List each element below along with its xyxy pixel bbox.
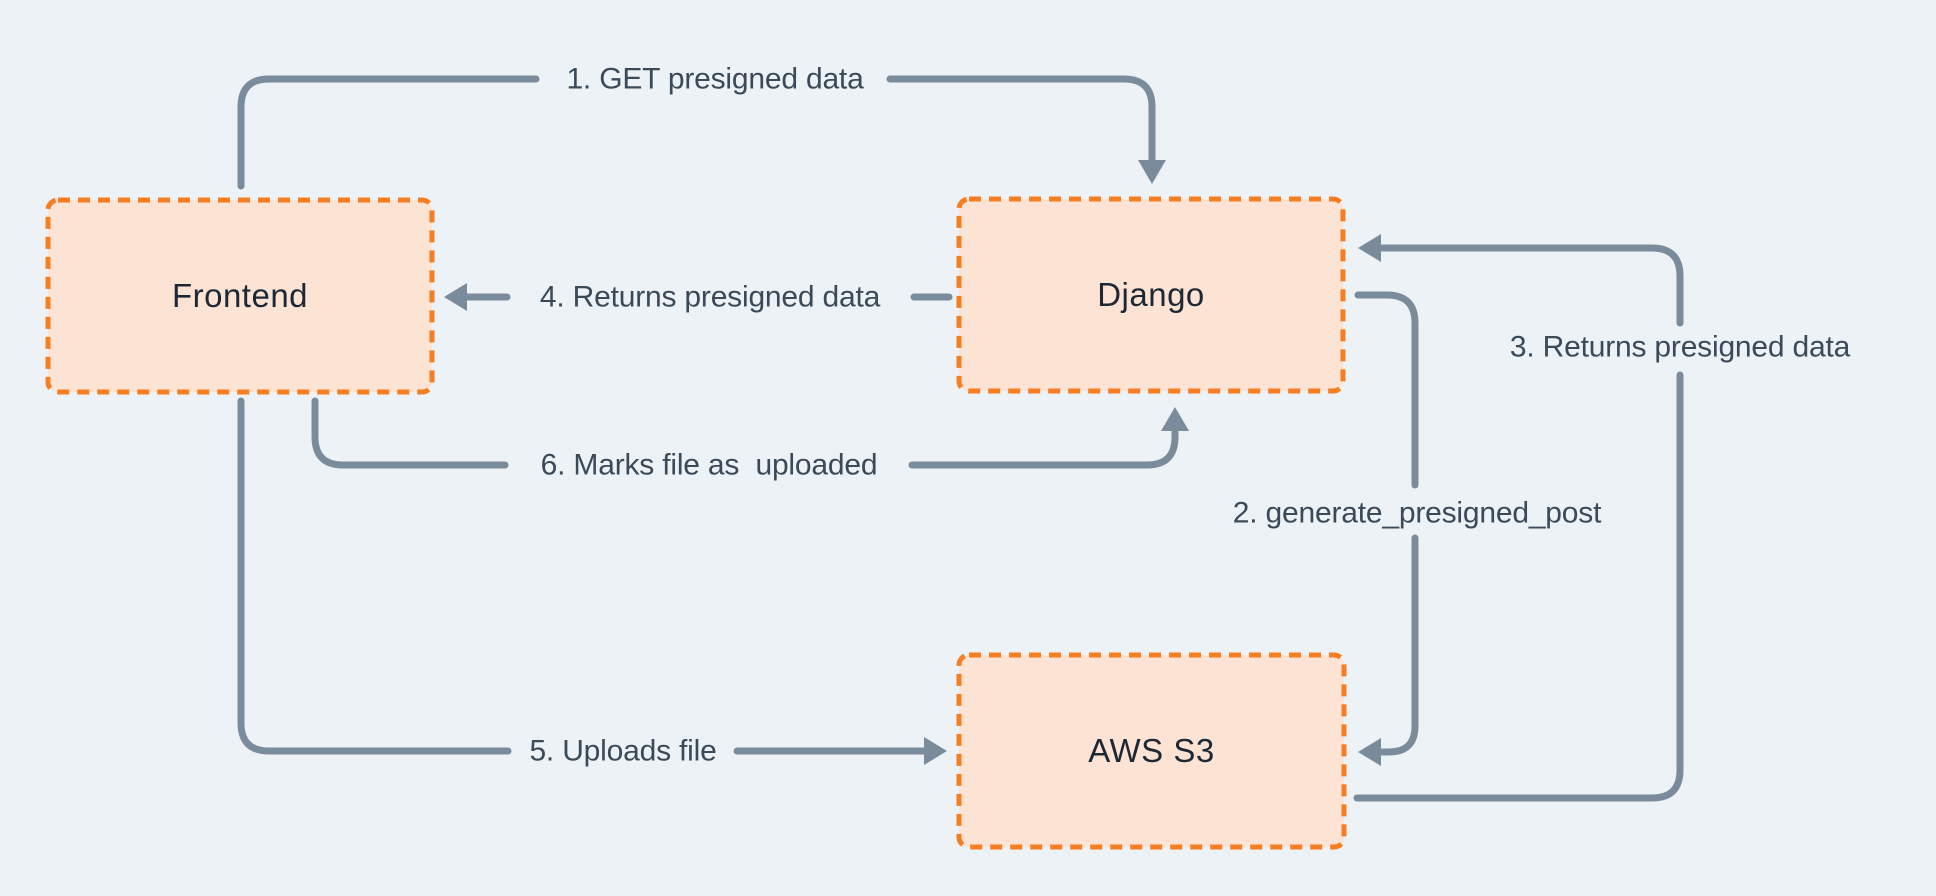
- edge-4-arrowhead-icon: [444, 283, 467, 311]
- edge-2-line-upper: [1354, 291, 1419, 489]
- edge-3-line-lower: [1353, 371, 1684, 802]
- edge-6-line-right: [908, 428, 1179, 469]
- edge-1-line-left: [237, 75, 540, 190]
- edge-5-arrowhead-icon: [924, 737, 947, 765]
- edge-5-line-left: [237, 397, 512, 755]
- edge-3-label: 3. Returns presigned data: [1501, 328, 1859, 366]
- edge-2-label: 2. generate_presigned_post: [1224, 494, 1610, 532]
- edge-1-line-right: [886, 75, 1156, 163]
- edge-6-line-left: [311, 397, 509, 469]
- edge-3-arrowhead-icon: [1358, 234, 1381, 262]
- edge-2-line-lower: [1375, 534, 1419, 756]
- aws-s3-box: [956, 652, 1347, 850]
- edge-6-arrowhead-icon: [1161, 407, 1189, 431]
- frontend-box: [45, 197, 435, 395]
- edge-4-label: 4. Returns presigned data: [531, 278, 889, 316]
- edge-5-label: 5. Uploads file: [521, 732, 725, 770]
- edge-1-label: 1. GET presigned data: [558, 60, 872, 98]
- django-box: [956, 196, 1346, 394]
- edge-6-label: 6. Marks file as uploaded: [532, 446, 886, 484]
- edge-3-line-upper: [1375, 244, 1684, 327]
- edge-1-arrowhead-icon: [1138, 160, 1166, 184]
- edge-2-arrowhead-icon: [1358, 738, 1381, 766]
